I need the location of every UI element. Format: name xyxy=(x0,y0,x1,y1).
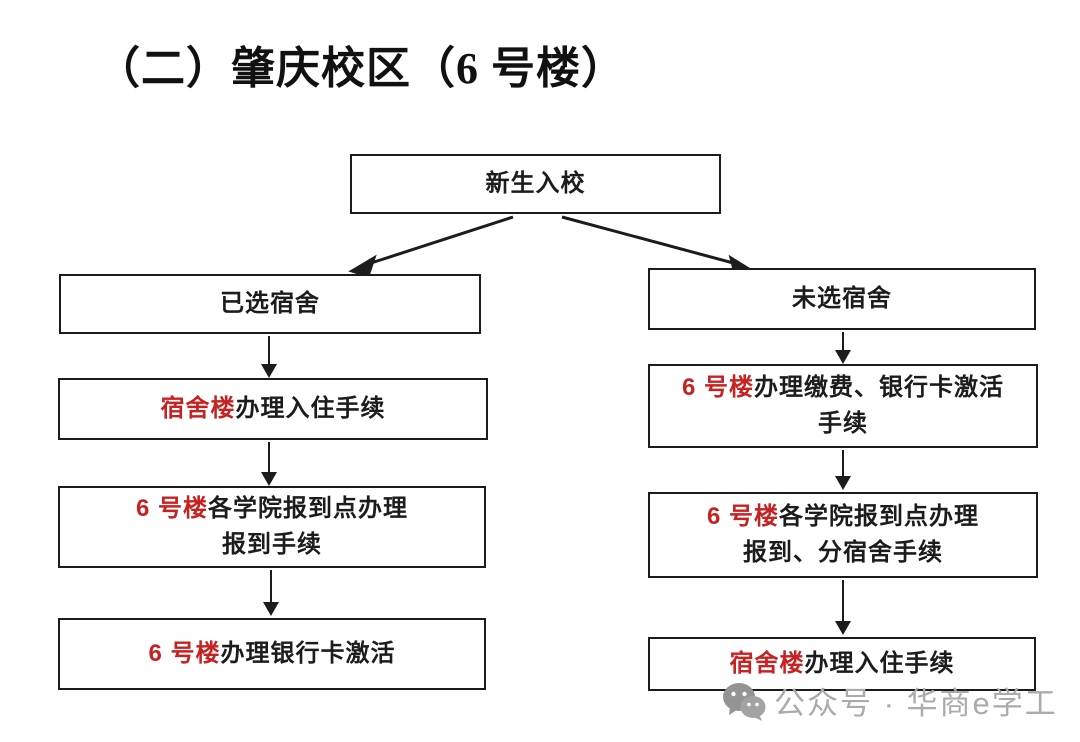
left-step3-highlight: 6 号楼 xyxy=(148,640,221,667)
flow-box-left-step3: 6 号楼办理银行卡激活 xyxy=(58,618,486,690)
flow-box-left-step2: 6 号楼各学院报到点办理 报到手续 xyxy=(58,486,486,568)
watermark-text: 公众号 · 华商e学工 xyxy=(774,686,1058,721)
arrow-down-left-3 xyxy=(263,570,279,616)
flow-box-left-step1-label: 宿舍楼办理入住手续 xyxy=(161,391,386,427)
flow-box-left-header: 已选宿舍 xyxy=(59,274,481,334)
flow-box-right-step2-line2: 报到、分宿舍手续 xyxy=(743,539,943,566)
flow-box-left-header-label: 已选宿舍 xyxy=(220,290,320,317)
left-step1-highlight: 宿舍楼 xyxy=(160,395,236,422)
flow-box-right-step1: 6 号楼办理缴费、银行卡激活 手续 xyxy=(648,364,1038,448)
fork-arrow-left-line xyxy=(367,215,514,266)
flow-box-root: 新生入校 xyxy=(350,154,721,214)
flow-box-right-header: 未选宿舍 xyxy=(648,268,1036,330)
page-title: （二）肇庆校区（6 号楼） xyxy=(96,44,626,93)
flow-box-left-step2-line2: 报到手续 xyxy=(222,531,322,558)
flow-box-right-step3: 宿舍楼办理入住手续 xyxy=(648,637,1036,691)
left-step1-text: 办理入住手续 xyxy=(235,395,386,422)
flow-box-right-step3-label: 宿舍楼办理入住手续 xyxy=(730,646,955,682)
right-step3-highlight: 宿舍楼 xyxy=(729,650,805,677)
right-step3-text: 办理入住手续 xyxy=(804,650,955,677)
arrow-down-right-3 xyxy=(835,580,851,635)
left-step3-text: 办理银行卡激活 xyxy=(220,640,396,667)
right-step2-text: 各学院报到点办理 xyxy=(779,503,979,530)
arrow-down-right-1 xyxy=(835,332,851,364)
arrow-down-right-2 xyxy=(835,450,851,490)
flow-box-right-header-label: 未选宿舍 xyxy=(792,285,892,312)
right-step1-text: 办理缴费、银行卡激活 xyxy=(754,374,1004,401)
wechat-icon xyxy=(723,682,766,721)
arrow-down-left-2 xyxy=(261,442,277,486)
flow-box-right-step1-line2: 手续 xyxy=(818,410,868,437)
left-step2-text: 各学院报到点办理 xyxy=(208,495,408,522)
flow-box-right-step2: 6 号楼各学院报到点办理 报到、分宿舍手续 xyxy=(648,492,1038,578)
flow-box-left-step3-label: 6 号楼办理银行卡激活 xyxy=(148,636,395,672)
flow-box-right-step2-line1: 6 号楼各学院报到点办理 xyxy=(707,499,979,535)
right-step1-highlight: 6 号楼 xyxy=(681,374,754,401)
flow-box-left-step1: 宿舍楼办理入住手续 xyxy=(58,378,488,440)
right-step2-highlight: 6 号楼 xyxy=(706,503,779,530)
arrow-down-left-1 xyxy=(261,336,277,378)
watermark: 公众号 · 华商e学工 xyxy=(722,678,1058,723)
left-step2-highlight: 6 号楼 xyxy=(135,495,208,522)
flow-box-root-label: 新生入校 xyxy=(485,170,586,197)
flow-box-left-step2-line1: 6 号楼各学院报到点办理 xyxy=(136,491,408,527)
flow-box-right-step1-line1: 6 号楼办理缴费、银行卡激活 xyxy=(682,370,1004,406)
fork-arrow-right-line xyxy=(561,215,738,266)
